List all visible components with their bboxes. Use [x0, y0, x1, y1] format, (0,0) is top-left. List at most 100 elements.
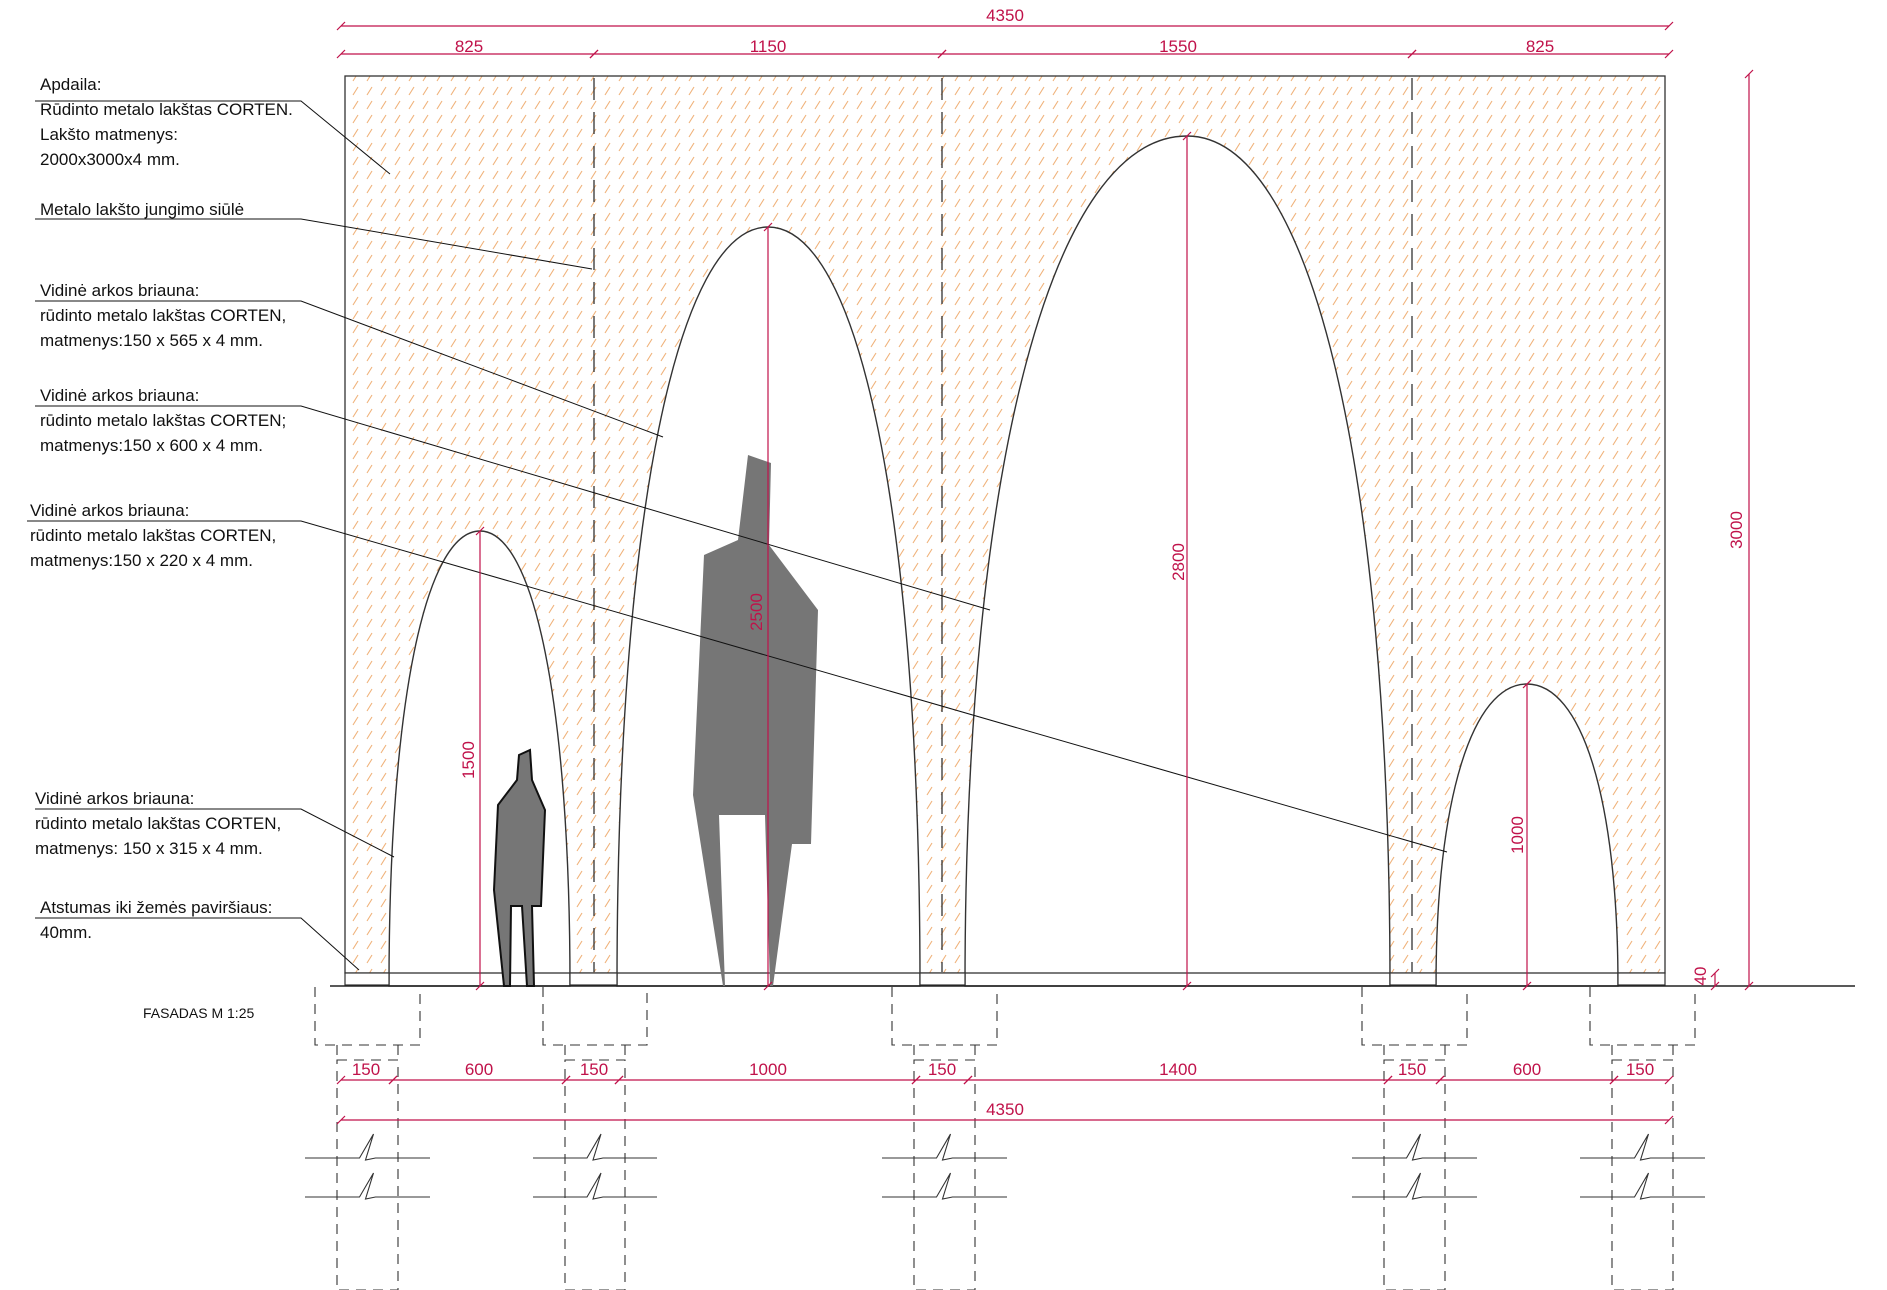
dim-tick	[336, 49, 346, 59]
dim-tick	[963, 1075, 973, 1085]
dim-tick	[475, 526, 485, 536]
break-line	[305, 1133, 430, 1161]
break-line	[1352, 1172, 1477, 1200]
dim-height-arch-2: 2500	[747, 593, 766, 631]
break-line	[882, 1133, 1007, 1161]
dim-tick	[336, 1115, 346, 1125]
pile-outline	[336, 1059, 399, 1290]
dim-bottom-seg: 150	[352, 1060, 380, 1079]
break-line	[1352, 1133, 1477, 1161]
dim-bottom-seg: 600	[465, 1060, 493, 1079]
drawing-title: FASADAS M 1:25	[143, 1005, 255, 1021]
pile-outline	[913, 1059, 976, 1290]
dim-tick	[1664, 1115, 1674, 1125]
pile-outline	[1383, 1059, 1446, 1290]
dim-tick	[475, 981, 485, 991]
gap-strip	[1389, 972, 1437, 986]
leader-edge-220	[27, 520, 1448, 853]
dim-bottom-seg: 150	[928, 1060, 956, 1079]
note-seam: Metalo lakšto jungimo siūlė	[40, 200, 245, 219]
dim-bottom-seg: 1400	[1159, 1060, 1197, 1079]
dim-tick	[336, 21, 346, 31]
dim-tick	[1744, 69, 1754, 79]
gap-strip	[919, 972, 966, 986]
leader-edge-315	[35, 808, 395, 858]
gap-strip	[569, 972, 618, 986]
dim-tick	[1744, 981, 1754, 991]
footing-outline	[314, 987, 421, 1046]
dim-tick	[1664, 1075, 1674, 1085]
dim-tick	[1522, 679, 1532, 689]
dim-tick	[1182, 981, 1192, 991]
dim-bottom-seg: 600	[1513, 1060, 1541, 1079]
leader-edge-565	[35, 300, 664, 438]
dim-bottom-seg: 150	[1398, 1060, 1426, 1079]
dim-height-arch-4: 1000	[1508, 816, 1527, 854]
break-line	[1580, 1172, 1705, 1200]
pile-outline	[564, 1059, 626, 1290]
dim-tick	[589, 49, 599, 59]
footing-outline	[891, 987, 998, 1046]
dim-tick	[388, 1075, 398, 1085]
leader-lines	[27, 100, 1448, 971]
dim-top-seg: 825	[1526, 37, 1554, 56]
note-ground-gap: Atstumas iki žemės paviršiaus: 40mm.	[40, 898, 273, 942]
break-line	[882, 1172, 1007, 1200]
dim-bottom-total: 4350	[986, 1100, 1024, 1119]
dim-tick	[1664, 21, 1674, 31]
ground-gap-strips	[344, 972, 1666, 986]
dim-tick	[1435, 1075, 1445, 1085]
leader-finish	[35, 100, 391, 175]
break-line	[1580, 1133, 1705, 1161]
scale-figure-small	[492, 748, 547, 987]
dim-top-seg: 1550	[1159, 37, 1197, 56]
note-edge-315: Vidinė arkos briauna: rūdinto metalo lak…	[35, 789, 282, 858]
scale-figure-large	[693, 455, 818, 986]
dim-height-arch-1: 1500	[459, 741, 478, 779]
dim-tick	[561, 1075, 571, 1085]
footing-outline	[542, 987, 648, 1046]
dim-tick	[1664, 49, 1674, 59]
gap-strip	[344, 972, 390, 986]
dimension-labels: 4350 825 1150 1550 825 150 600 150 1000 …	[352, 6, 1746, 1119]
dim-top-total: 4350	[986, 6, 1024, 25]
corten-panel-outline	[344, 75, 1666, 974]
dim-tick	[1609, 1075, 1619, 1085]
dim-tick	[1710, 968, 1720, 978]
sheet-seams	[593, 78, 1413, 972]
dim-tick	[1182, 131, 1192, 141]
dim-tick	[336, 1075, 346, 1085]
dim-tick	[911, 1075, 921, 1085]
dim-tick	[614, 1075, 624, 1085]
break-symbols	[305, 1133, 1705, 1200]
break-line	[533, 1172, 657, 1200]
dim-tick	[1522, 981, 1532, 991]
pile-outline	[1611, 1059, 1674, 1290]
dim-top-seg: 1150	[750, 37, 787, 56]
dim-tick	[763, 222, 773, 232]
leader-seam	[35, 218, 593, 270]
note-edge-565: Vidinė arkos briauna: rūdinto metalo lak…	[40, 281, 287, 350]
dimension-lines	[336, 21, 1754, 1125]
dim-height-arch-3: 2800	[1169, 543, 1188, 581]
dim-tick	[1383, 1075, 1393, 1085]
dim-tick	[937, 49, 947, 59]
note-finish: Apdaila: Rūdinto metalo lakštas CORTEN. …	[40, 75, 293, 169]
dim-bottom-seg: 150	[1626, 1060, 1654, 1079]
dim-tick	[1710, 981, 1720, 991]
footing-outline	[1361, 987, 1468, 1046]
dim-tick	[763, 981, 773, 991]
dim-bottom-seg: 1000	[749, 1060, 787, 1079]
footing-outline	[1589, 987, 1696, 1046]
gap-strip	[1617, 972, 1666, 986]
dim-bottom-seg: 150	[580, 1060, 608, 1079]
break-line	[305, 1172, 430, 1200]
leader-edge-600	[35, 405, 991, 611]
dim-height-gap: 40	[1691, 967, 1710, 986]
note-edge-220: Vidinė arkos briauna: rūdinto metalo lak…	[30, 501, 277, 570]
note-edge-600: Vidinė arkos briauna: rūdinto metalo lak…	[40, 386, 287, 455]
break-line	[533, 1133, 657, 1161]
dim-tick	[1407, 49, 1417, 59]
dim-top-seg: 825	[455, 37, 483, 56]
